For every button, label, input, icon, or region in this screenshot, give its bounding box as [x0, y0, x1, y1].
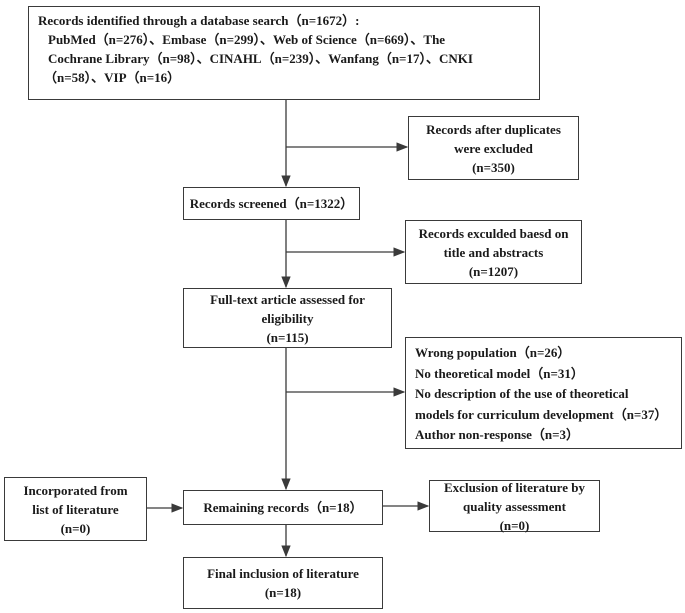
quality-line-1: Exclusion of literature by: [444, 479, 585, 495]
duplicates-excluded-box: Records after duplicates were excluded (…: [408, 116, 579, 180]
title-excluded-line-1: Records exculded baesd on: [418, 225, 569, 241]
incorporated-line-2: list of literature: [32, 501, 119, 517]
fulltext-exclusion-reasons-box: Wrong population（n=26） No theoretical mo…: [405, 337, 682, 449]
fulltext-line-3: (n=115): [266, 329, 309, 345]
fulltext-line-1: Full-text article assessed for: [210, 291, 365, 307]
final-inclusion-box: Final inclusion of literature (n=18): [183, 557, 383, 609]
incorporated-line-1: Incorporated from: [23, 482, 128, 498]
reason-no-theoretical-model: No theoretical model（n=31）: [415, 365, 584, 381]
title-excluded-line-2: title and abstracts: [443, 244, 544, 260]
screened-text: Records screened（n=1322）: [189, 196, 354, 211]
incorporated-from-list-box: Incorporated from list of literature (n=…: [4, 477, 147, 541]
identified-line-2: PubMed（n=276）、Embase（n=299）、Web of Scien…: [48, 32, 446, 47]
title-abstract-excluded-box: Records exculded baesd on title and abst…: [405, 220, 582, 284]
records-screened-box: Records screened（n=1322）: [183, 187, 360, 220]
identified-line-3: Cochrane Library（n=98）、CINAHL（n=239）、Wan…: [48, 51, 473, 66]
identified-line-4: （n=58）、VIP（n=16）: [44, 70, 181, 85]
remaining-records-box: Remaining records（n=18）: [183, 490, 383, 525]
title-excluded-line-3: (n=1207): [468, 263, 519, 279]
incorporated-line-3: (n=0): [60, 520, 91, 536]
reason-author-non-response: Author non-response（n=3）: [415, 427, 580, 442]
duplicates-line-2: were excluded: [454, 140, 533, 156]
remaining-text: Remaining records（n=18）: [203, 500, 363, 515]
reason-wrong-population: Wrong population（n=26）: [415, 345, 571, 360]
final-line-2: (n=18): [264, 585, 302, 600]
identified-line-1: Records identified through a database se…: [38, 13, 360, 28]
fulltext-line-2: eligibility: [261, 310, 314, 326]
quality-line-2: quality assessment: [463, 498, 566, 514]
reason-no-description-line-1: No description of the use of theoretical: [415, 386, 629, 401]
duplicates-line-1: Records after duplicates: [426, 121, 561, 137]
final-line-1: Final inclusion of literature: [207, 566, 359, 581]
quality-line-3: (n=0): [499, 517, 530, 533]
fulltext-assessed-box: Full-text article assessed for eligibili…: [183, 288, 392, 348]
records-identified-box: Records identified through a database se…: [28, 6, 540, 100]
quality-exclusion-box: Exclusion of literature by quality asses…: [429, 479, 600, 533]
reason-no-description-line-2: models for curriculum development（n=37）: [415, 406, 668, 422]
duplicates-line-3: (n=350): [472, 159, 515, 175]
